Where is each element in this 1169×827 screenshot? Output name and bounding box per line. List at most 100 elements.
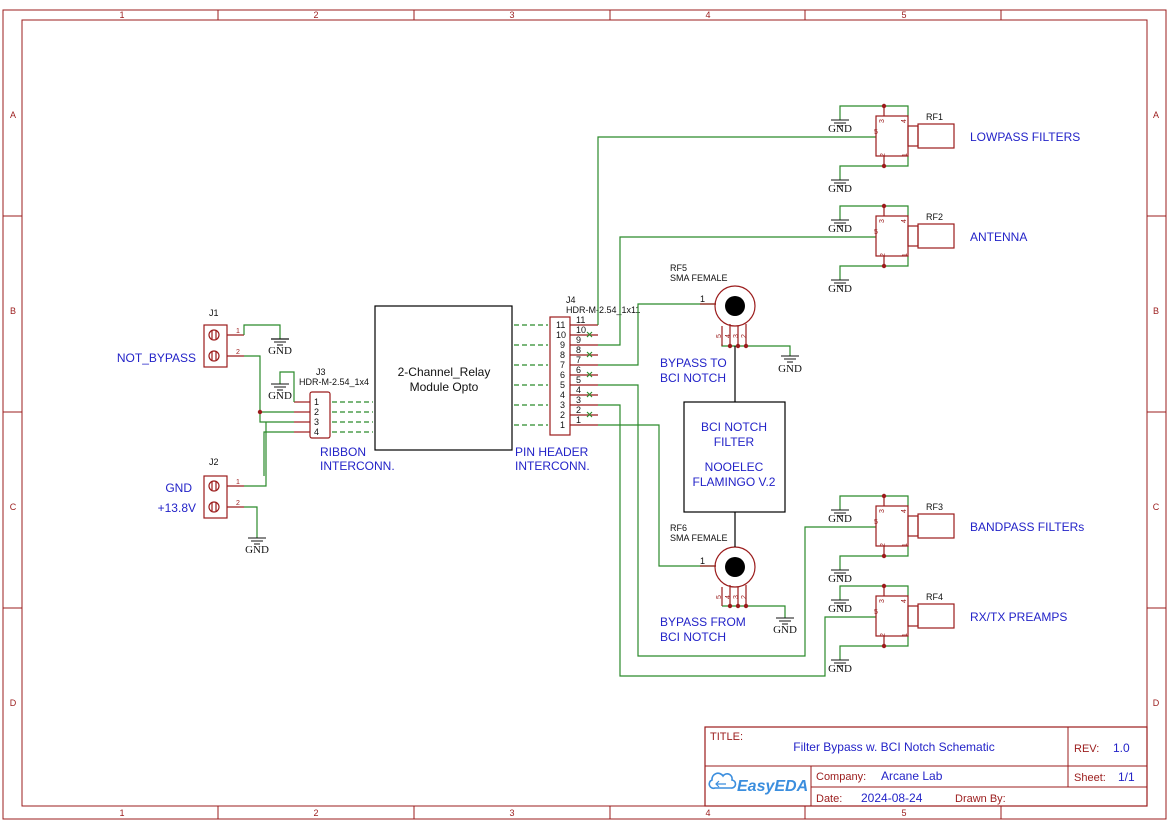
pin-label: 5 bbox=[560, 380, 565, 390]
junctions bbox=[257, 103, 887, 649]
gnd-symbol: GND bbox=[828, 179, 852, 195]
pin-label: 1 bbox=[236, 479, 240, 486]
pin-label: 11 bbox=[556, 320, 565, 330]
pin-label: 3 bbox=[576, 395, 581, 405]
j4-caption: INTERCONN. bbox=[515, 459, 590, 473]
gnd-symbol: GND bbox=[828, 279, 852, 295]
frame-ticks bbox=[3, 10, 1166, 819]
gnd-symbol: GND bbox=[245, 537, 269, 556]
pin-label: 2 bbox=[560, 410, 565, 420]
pin-label: 5 bbox=[874, 229, 878, 236]
col-label: 5 bbox=[901, 808, 906, 818]
pin-label: 5 bbox=[716, 334, 723, 338]
relay-module[interactable]: 2-Channel_Relay Module Opto bbox=[374, 305, 513, 451]
pin-label: 3 bbox=[733, 334, 740, 338]
pin-label: 3 bbox=[879, 219, 886, 223]
pin-label: 5 bbox=[716, 595, 723, 599]
pin-label: 1 bbox=[902, 153, 909, 157]
gnd-symbol: GND bbox=[828, 509, 852, 525]
sma-part: SMA FEMALE bbox=[670, 273, 728, 283]
pin-label: 4 bbox=[901, 509, 908, 513]
gnd-symbol: GND bbox=[828, 219, 852, 235]
col-label: 4 bbox=[705, 808, 710, 818]
pin-label: 5 bbox=[874, 129, 878, 136]
rf-net-label: RX/TX PREAMPS bbox=[970, 610, 1067, 624]
logo-text: EasyEDA bbox=[737, 778, 808, 795]
sma-rf6[interactable]: RF6 SMA FEMALE 1 5 4 3 2 BYPASS FROM BCI… bbox=[660, 523, 756, 644]
pin-label: 1 bbox=[902, 543, 909, 547]
col-label: 2 bbox=[313, 808, 318, 818]
no-connect-markers bbox=[586, 331, 593, 418]
pin-label: 3 bbox=[879, 599, 886, 603]
pin-label: 1 bbox=[314, 397, 319, 407]
column-labels-top: 1 2 3 4 5 bbox=[119, 10, 906, 20]
notch-line4: FLAMINGO V.2 bbox=[693, 475, 776, 489]
rev-value: 1.0 bbox=[1113, 741, 1130, 755]
pin-label: 5 bbox=[576, 375, 581, 385]
pin-label: 3 bbox=[314, 417, 319, 427]
row-labels: A B C D A B C D bbox=[10, 110, 1160, 708]
j2-power-label: +13.8V bbox=[158, 501, 196, 515]
pin-label: 1 bbox=[236, 328, 240, 335]
easyeda-logo-icon: EasyEDA bbox=[708, 772, 808, 795]
notch-line3: NOOELEC bbox=[705, 460, 764, 474]
col-label: 2 bbox=[313, 10, 318, 20]
sma-part: SMA FEMALE bbox=[670, 533, 728, 543]
col-label: 1 bbox=[119, 10, 124, 20]
rf-ref: RF1 bbox=[926, 112, 943, 122]
gnd-label: GND bbox=[773, 624, 797, 636]
rf-port-rf3[interactable]: RF3 3 4 5 2 1 BANDPASS FILTERs bbox=[874, 496, 1084, 556]
column-labels-bottom: 1 2 3 4 5 bbox=[119, 808, 906, 818]
rf-ref: RF2 bbox=[926, 212, 943, 222]
sma-ref: RF5 bbox=[670, 263, 687, 273]
pin-label: 4 bbox=[725, 595, 732, 599]
j3-part: HDR-M-2.54_1x4 bbox=[299, 377, 369, 387]
title-block: TITLE: Filter Bypass w. BCI Notch Schema… bbox=[704, 726, 1148, 807]
pin-label: 1 bbox=[700, 556, 705, 566]
j4-ref: J4 bbox=[566, 295, 576, 305]
gnd-label: GND bbox=[828, 223, 852, 235]
relay-dashed-links bbox=[332, 324, 548, 433]
pin-label: 4 bbox=[576, 385, 581, 395]
gnd-label: GND bbox=[828, 123, 852, 135]
rf-port-rf1[interactable]: RF1 3 4 5 2 1 LOWPASS FILTERS bbox=[874, 106, 1080, 166]
connector-j2[interactable]: J2 1 2 GND +13.8V bbox=[158, 457, 244, 519]
connector-j4[interactable]: J4 HDR-M-2.54_1x11 11 10 9 8 7 6 5 4 3 2… bbox=[515, 295, 640, 473]
sma-caption: BCI NOTCH bbox=[660, 371, 726, 385]
gnd-label: GND bbox=[828, 573, 852, 585]
pin-label: 7 bbox=[560, 360, 565, 370]
row-label: B bbox=[10, 306, 16, 316]
row-label: A bbox=[1153, 110, 1159, 120]
rf-port-rf4[interactable]: RF4 3 4 5 2 1 RX/TX PREAMPS bbox=[874, 586, 1067, 646]
sma-caption: BYPASS TO bbox=[660, 356, 727, 370]
pin-label: 9 bbox=[576, 335, 581, 345]
drawn-by-label: Drawn By: bbox=[955, 793, 1006, 805]
j2-ref: J2 bbox=[209, 457, 219, 467]
connector-j1[interactable]: J1 1 2 NOT_BYPASS bbox=[117, 308, 244, 368]
gnd-label: GND bbox=[778, 363, 802, 375]
pin-label: 9 bbox=[560, 340, 565, 350]
rf-port-rf2[interactable]: RF2 3 4 5 2 1 ANTENNA bbox=[874, 206, 1027, 266]
j4-part: HDR-M-2.54_1x11 bbox=[566, 305, 640, 315]
relay-line2: Module Opto bbox=[410, 380, 479, 394]
sheet-label: Sheet: bbox=[1074, 772, 1106, 784]
bci-notch-filter[interactable]: BCI NOTCH FILTER NOOELEC FLAMINGO V.2 bbox=[683, 346, 786, 547]
pin-label: 4 bbox=[901, 119, 908, 123]
pin-label: 2 bbox=[880, 253, 887, 257]
date-value: 2024-08-24 bbox=[861, 791, 923, 805]
rf-ref: RF4 bbox=[926, 592, 943, 602]
pin-label: 4 bbox=[901, 599, 908, 603]
sma-rf5[interactable]: RF5 SMA FEMALE 1 5 4 3 2 BYPASS TO BCI N… bbox=[660, 263, 756, 385]
rf-ref: RF3 bbox=[926, 502, 943, 512]
pin-label: 2 bbox=[741, 595, 748, 599]
row-label: D bbox=[1153, 698, 1160, 708]
pin-label: 2 bbox=[880, 543, 887, 547]
gnd-symbol: GND bbox=[828, 119, 852, 135]
j3-ref: J3 bbox=[316, 367, 326, 377]
gnd-label: GND bbox=[245, 544, 269, 556]
pin-label: 4 bbox=[725, 334, 732, 338]
connector-j3[interactable]: J3 HDR-M-2.54_1x4 1 2 3 4 RIBBON INTERCO… bbox=[294, 367, 395, 473]
pin-label: 2 bbox=[236, 500, 240, 507]
col-label: 3 bbox=[509, 10, 514, 20]
